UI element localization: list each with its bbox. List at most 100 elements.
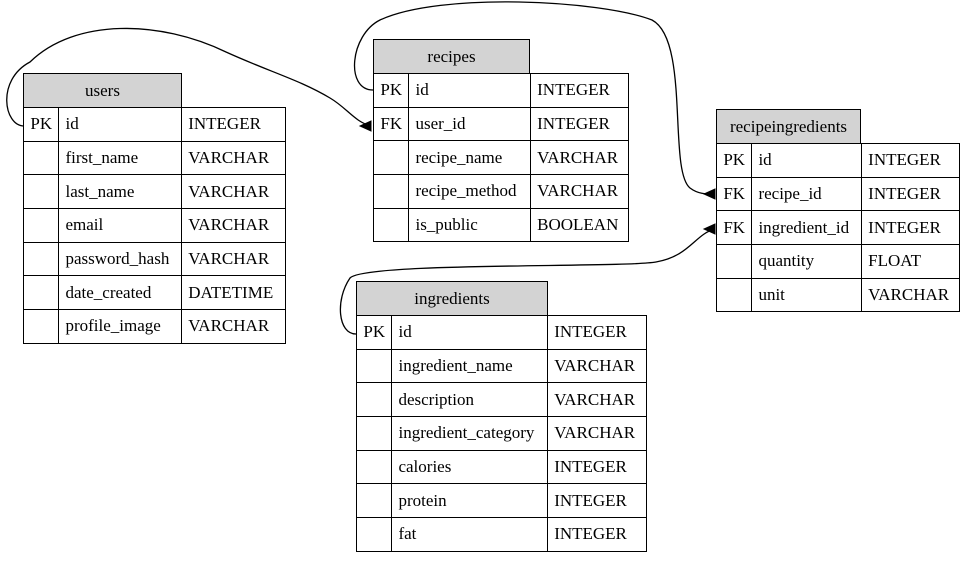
key-cell: FK [715, 210, 753, 246]
column-name: profile_image [58, 309, 183, 344]
key-cell [355, 449, 393, 485]
column-name: ingredient_category [391, 416, 549, 451]
column-name: first_name [58, 140, 183, 176]
column-name: password_hash [58, 241, 183, 277]
key-cell [22, 140, 60, 176]
recipeingredients-title: recipeingredients [716, 109, 861, 144]
column-name: recipe_method [408, 174, 532, 209]
column-type: VARCHAR [181, 241, 286, 277]
column-name: quantity [751, 244, 863, 279]
column-type: VARCHAR [547, 382, 647, 418]
column-type: INTEGER [181, 107, 286, 142]
key-cell [355, 348, 393, 384]
column-type: VARCHAR [181, 174, 286, 210]
column-name: id [751, 143, 863, 178]
column-name: id [58, 107, 183, 142]
column-name: ingredient_name [391, 348, 549, 384]
key-cell: PK [372, 73, 410, 108]
column-name: description [391, 382, 549, 418]
column-type: BOOLEAN [530, 207, 629, 243]
column-type: INTEGER [861, 176, 960, 212]
column-name: fat [391, 517, 549, 552]
key-cell [715, 244, 753, 279]
key-cell [22, 241, 60, 277]
column-type: VARCHAR [530, 140, 629, 176]
key-cell [715, 277, 753, 313]
column-name: is_public [408, 207, 532, 243]
key-cell [372, 207, 410, 243]
relation-recipes-recipeingredients [353, 1, 716, 195]
column-name: last_name [58, 174, 183, 210]
column-type: VARCHAR [181, 140, 286, 176]
key-cell [22, 174, 60, 210]
column-name: ingredient_id [751, 210, 863, 246]
column-type: DATETIME [181, 275, 286, 311]
column-name: id [391, 315, 549, 350]
column-type: FLOAT [861, 244, 960, 279]
column-type: VARCHAR [861, 277, 960, 313]
column-type: INTEGER [861, 210, 960, 246]
column-name: protein [391, 483, 549, 519]
column-name: email [58, 208, 183, 243]
key-cell [355, 382, 393, 418]
key-cell: PK [715, 143, 753, 178]
column-type: INTEGER [547, 449, 647, 485]
column-type: VARCHAR [547, 348, 647, 384]
column-name: date_created [58, 275, 183, 311]
key-cell [355, 483, 393, 519]
relation-ingredients-recipeingredients [339, 228, 716, 335]
column-name: calories [391, 449, 549, 485]
key-cell [22, 275, 60, 311]
key-cell: PK [22, 107, 60, 142]
column-name: recipe_id [751, 176, 863, 212]
ingredients-title: ingredients [356, 281, 548, 316]
key-cell: FK [372, 106, 410, 142]
key-cell [22, 309, 60, 344]
column-type: INTEGER [530, 73, 629, 108]
key-cell [372, 174, 410, 209]
recipes-title: recipes [373, 39, 530, 74]
key-cell [22, 208, 60, 243]
crow-foot-icon [702, 188, 716, 200]
column-name: unit [751, 277, 863, 313]
column-type: VARCHAR [547, 416, 647, 451]
relation-users-recipes [6, 27, 372, 127]
column-type: INTEGER [530, 106, 629, 142]
column-name: user_id [408, 106, 532, 142]
column-type: INTEGER [547, 517, 647, 552]
column-type: INTEGER [861, 143, 960, 178]
column-type: VARCHAR [181, 309, 286, 344]
column-type: VARCHAR [181, 208, 286, 243]
crow-foot-icon [358, 120, 372, 132]
key-cell [372, 140, 410, 176]
users-title: users [23, 73, 182, 108]
column-type: INTEGER [547, 483, 647, 519]
